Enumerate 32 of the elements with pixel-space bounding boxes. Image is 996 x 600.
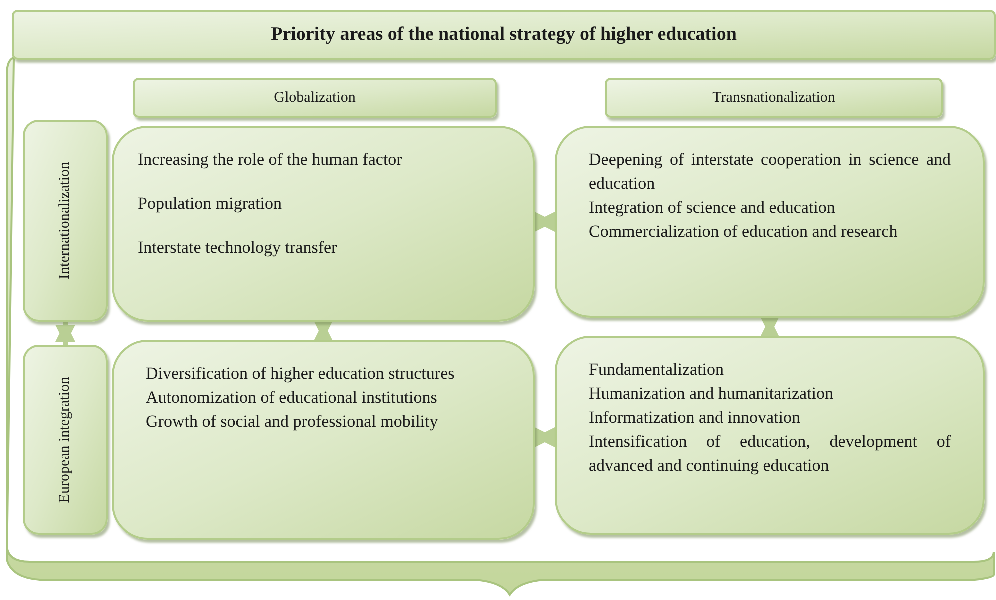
list-item-text: Growth of social and professional mobility — [146, 411, 440, 433]
list-item-text: Increasing the role of the human factor — [138, 149, 404, 171]
double-arrow — [56, 322, 76, 345]
content-box — [112, 126, 535, 322]
list-item-text: Population migration — [138, 193, 284, 215]
side-label-box — [23, 345, 108, 535]
header-box — [133, 78, 497, 118]
double-arrow — [314, 320, 334, 342]
double-arrow — [760, 316, 780, 338]
header-text: Globalization — [274, 88, 356, 108]
list-item-text: Integration of science and education — [589, 197, 836, 219]
double-arrow — [535, 212, 555, 232]
list-item-text: Fundamentalization — [589, 359, 726, 381]
title-banner — [12, 10, 996, 60]
list-item-text: Diversification of higher education structures — [146, 363, 456, 385]
content-box — [555, 336, 985, 535]
list-item-text: Intensification of education, development of advanced and continuing education — [589, 431, 951, 477]
content-box — [555, 126, 985, 318]
title-text: Priority areas of the national strategy of higher education — [271, 22, 737, 47]
list-item-text: Deepening of interstate cooperation in science and education — [589, 149, 951, 195]
side-label-text: Internationalization — [56, 162, 74, 280]
list-item-text: Autonomization of educational institutions — [146, 387, 438, 409]
side-label-box — [23, 120, 108, 322]
side-label-text: European integration — [56, 376, 74, 504]
content-box — [112, 340, 535, 540]
header-text: Transnationalization — [712, 88, 836, 108]
header-box — [605, 78, 943, 118]
list-item-text: Commercialization of education and research — [589, 221, 899, 243]
list-item-text: Interstate technology transfer — [138, 237, 338, 259]
list-item-text: Informatization and innovation — [589, 407, 802, 429]
list-item-text: Humanization and humanitarization — [589, 383, 835, 405]
double-arrow — [535, 428, 555, 448]
